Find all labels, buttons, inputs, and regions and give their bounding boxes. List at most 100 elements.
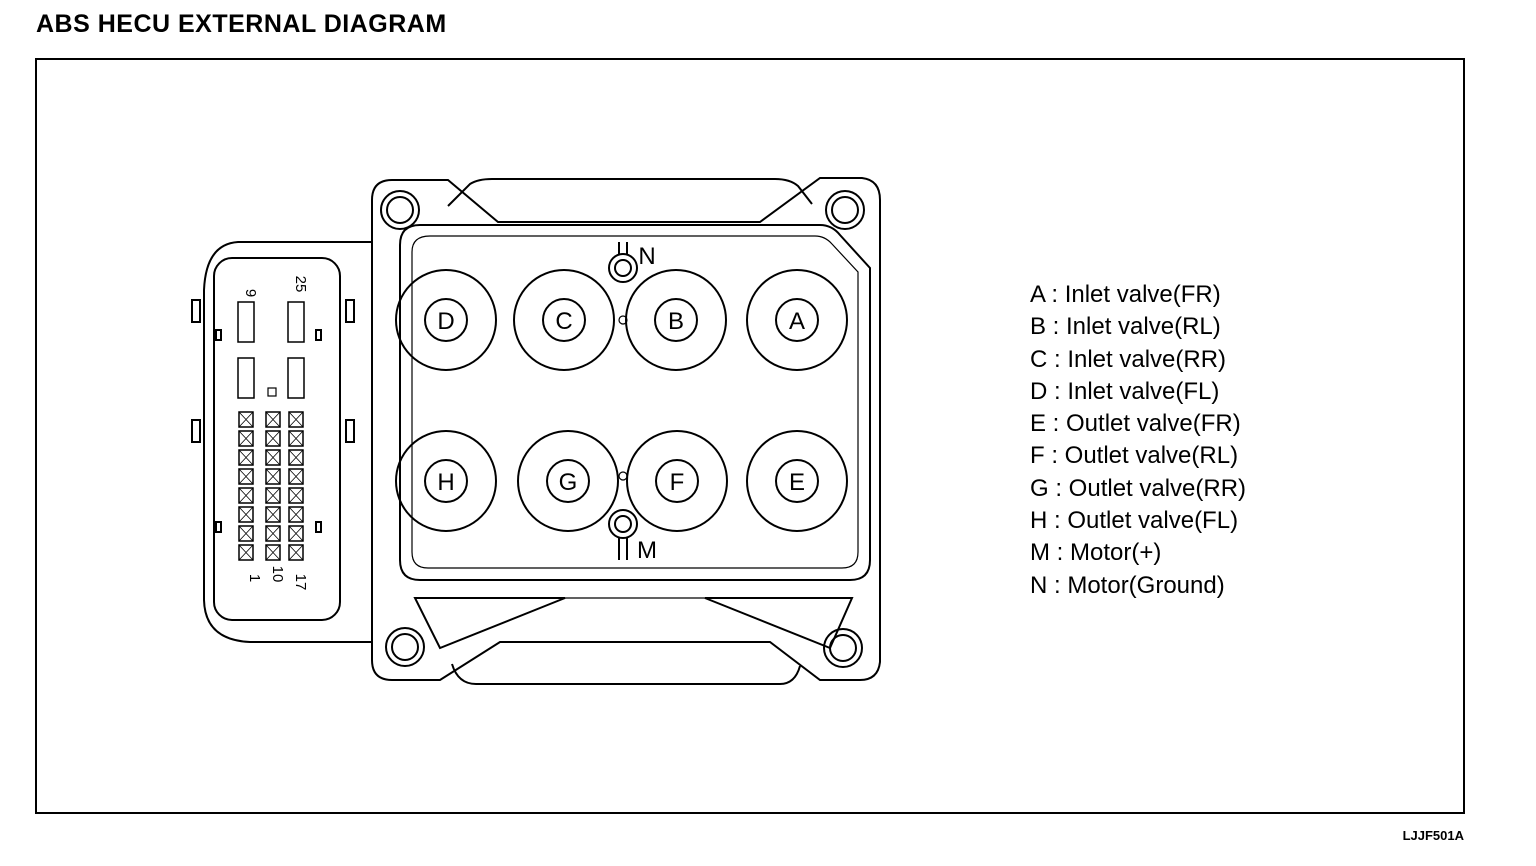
connector-pin — [238, 506, 254, 523]
connector-pin — [238, 487, 254, 504]
connector-pin-mark — [265, 449, 281, 466]
diagram-title: ABS HECU EXTERNAL DIAGRAM — [36, 10, 447, 38]
valve-g-bore — [517, 430, 619, 532]
valve-g-cap — [546, 459, 590, 503]
connector-pin — [238, 449, 254, 466]
connector-pin-mark — [238, 430, 254, 447]
connector-pin-mark — [238, 411, 254, 428]
connector-pin-mark — [288, 525, 304, 542]
connector-pin — [265, 449, 281, 466]
connector-pin — [238, 430, 254, 447]
legend-item: M : Motor(+) — [1030, 539, 1162, 567]
valve-a-cap — [775, 298, 819, 342]
valve-a-bore — [746, 269, 848, 371]
pin-label-25: 25 — [292, 276, 309, 293]
pin-label-17: 17 — [292, 574, 309, 591]
connector-pin-mark — [238, 487, 254, 504]
connector-housing — [203, 241, 373, 643]
legend-item: D : Inlet valve(FL) — [1030, 377, 1220, 405]
valve-label-g: G — [559, 469, 578, 496]
connector-pin — [288, 525, 304, 542]
valve-label-h: H — [437, 469, 454, 496]
legend-item: A : Inlet valve(FR) — [1030, 281, 1221, 308]
connector-pin — [265, 468, 281, 485]
valve-label-e: E — [789, 469, 805, 496]
pin-label-10: 10 — [269, 566, 286, 583]
mounting-hole-inner — [829, 634, 857, 662]
valve-c-cap — [542, 298, 586, 342]
hecu-housing — [371, 177, 881, 681]
connector-pin-mark — [288, 449, 304, 466]
mounting-hole-2 — [825, 190, 865, 230]
pin-label-9: 9 — [242, 289, 259, 297]
connector-pin — [238, 544, 254, 561]
connector-pin-mark — [265, 411, 281, 428]
legend-item: B : Inlet valve(RL) — [1030, 313, 1221, 341]
valve-b-cap — [654, 298, 698, 342]
lower-rib-left — [413, 597, 566, 650]
connector-pin-mark — [265, 544, 281, 561]
valve-label-a: A — [789, 308, 805, 335]
valve-block-inner — [411, 235, 859, 569]
mounting-hole-inner — [391, 633, 419, 661]
connector-pin-mark — [238, 506, 254, 523]
lower-rib-right — [704, 597, 854, 650]
bottom-cover — [451, 663, 801, 685]
connector-pin — [265, 506, 281, 523]
connector-face — [213, 257, 341, 621]
connector-pin-mark — [238, 544, 254, 561]
connector-pin-mark — [265, 430, 281, 447]
connector-pin-mark — [288, 544, 304, 561]
connector-pin-mark — [288, 468, 304, 485]
connector-pin-mark — [238, 525, 254, 542]
valve-d-bore — [395, 269, 497, 371]
valve-label-c: C — [555, 308, 572, 335]
motor-label-m: M — [637, 537, 657, 564]
legend: A : Inlet valve(FR) B : Inlet valve(RL) … — [1030, 279, 1246, 602]
connector-pin — [238, 411, 254, 428]
pin-label-1: 1 — [246, 574, 263, 582]
connector-pin — [265, 544, 281, 561]
valve-label-f: F — [670, 469, 685, 496]
mounting-hole-4 — [823, 628, 863, 668]
connector-pin — [288, 430, 304, 447]
connector-pin-mark — [288, 430, 304, 447]
top-cover — [447, 178, 813, 207]
legend-item: N : Motor(Ground) — [1030, 571, 1225, 599]
motor-label-n: N — [638, 243, 655, 270]
valve-c-bore — [513, 269, 615, 371]
valve-h-bore — [395, 430, 497, 532]
legend-item: E : Outlet valve(FR) — [1030, 410, 1241, 438]
connector-pin — [265, 487, 281, 504]
connector-pin-mark — [238, 449, 254, 466]
mounting-hole-1 — [380, 190, 420, 230]
connector-pin — [288, 468, 304, 485]
valve-label-b: B — [668, 308, 684, 335]
connector-pin — [265, 430, 281, 447]
connector-pin — [265, 525, 281, 542]
valve-d-cap — [424, 298, 468, 342]
connector-pin — [238, 525, 254, 542]
legend-item: F : Outlet valve(RL) — [1030, 442, 1239, 470]
legend-item: G : Outlet valve(RR) — [1030, 474, 1247, 502]
connector-pin-mark — [238, 468, 254, 485]
connector-pin — [288, 544, 304, 561]
connector-pin — [265, 411, 281, 428]
connector-pin — [238, 468, 254, 485]
valve-f-cap — [655, 459, 699, 503]
valve-h-cap — [424, 459, 468, 503]
mounting-hole-3 — [385, 627, 425, 667]
legend-item: H : Outlet valve(FL) — [1030, 507, 1239, 535]
connector-pin-mark — [288, 506, 304, 523]
diagram-frame — [35, 58, 1465, 814]
legend-item: C : Inlet valve(RR) — [1030, 345, 1227, 373]
valve-label-d: D — [437, 308, 454, 335]
connector-pin — [288, 449, 304, 466]
connector-pin — [288, 506, 304, 523]
connector-pin-mark — [265, 487, 281, 504]
figure-code: LJJF501A — [1402, 828, 1464, 843]
valve-e-bore — [746, 430, 848, 532]
connector-pin-mark — [265, 468, 281, 485]
connector-pin — [288, 487, 304, 504]
